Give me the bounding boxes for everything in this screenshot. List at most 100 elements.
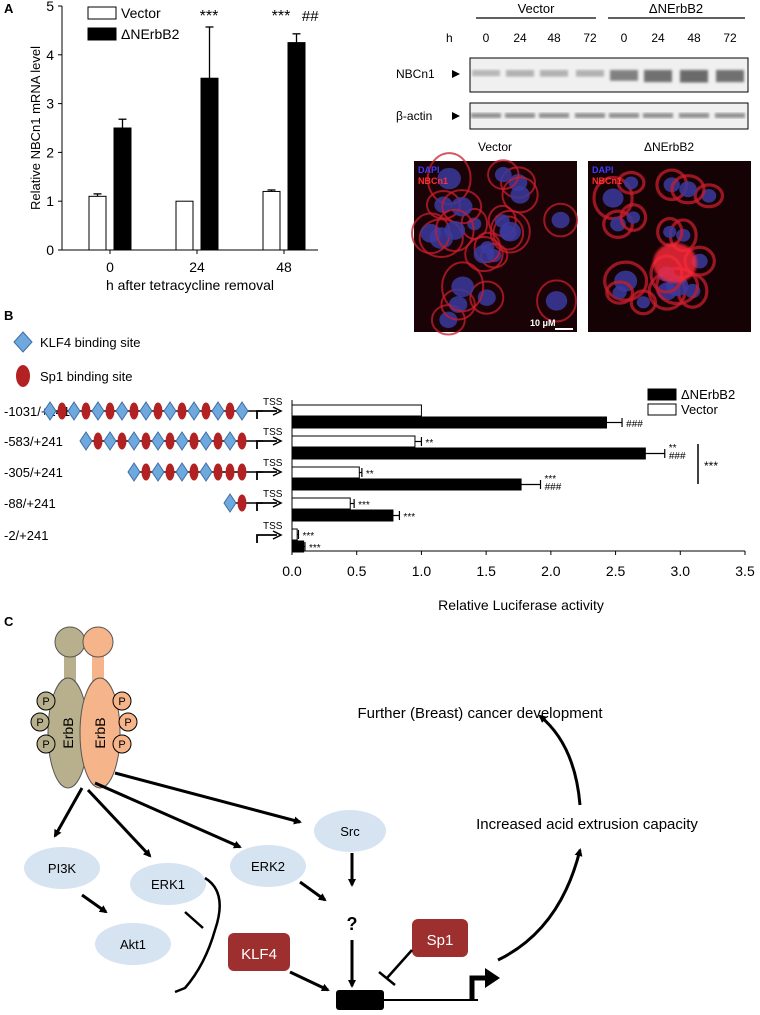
tss-label: TSS bbox=[263, 521, 283, 532]
a-bar-vector bbox=[175, 200, 194, 251]
b-bar-vector bbox=[291, 497, 351, 510]
b-sig-label: *** bbox=[358, 500, 370, 511]
a-x-axis-label: h after tetracycline removal bbox=[106, 277, 274, 293]
band-bactin bbox=[575, 113, 605, 118]
band-nbcn1 bbox=[644, 70, 672, 83]
klf4-site bbox=[43, 401, 57, 421]
arrow-to-erk2 bbox=[94, 781, 242, 849]
klf4-site bbox=[211, 401, 225, 421]
blot-time-label: 48 bbox=[687, 31, 701, 45]
a-y-tick-label: 4 bbox=[46, 47, 54, 63]
a-bar-erbb2 bbox=[113, 127, 132, 251]
arrow-to-src bbox=[114, 771, 302, 825]
klf4-site bbox=[67, 401, 81, 421]
band-bactin bbox=[643, 113, 673, 118]
sp1-legend-label: Sp1 binding site bbox=[40, 369, 133, 384]
b-legend-vector: Vector bbox=[681, 402, 719, 417]
blot-time-label: 72 bbox=[583, 31, 597, 45]
vector-cell-nucleus bbox=[545, 291, 568, 311]
a-legend-swatch-erbb2 bbox=[87, 27, 117, 41]
b-sig-label: ** bbox=[425, 438, 433, 449]
a-y-tick-label: 5 bbox=[46, 0, 54, 14]
erbb2-cell-nucleus bbox=[679, 181, 697, 198]
a-y-tick-label: 0 bbox=[46, 242, 54, 258]
phospho-label: P bbox=[42, 739, 49, 751]
vector-cell-nucleus bbox=[551, 211, 570, 229]
blot-group-vector: Vector bbox=[518, 1, 556, 16]
construct-label: -88/+241 bbox=[4, 496, 56, 511]
b-legend-swatch-vector bbox=[647, 403, 677, 416]
tss-arrow bbox=[256, 440, 277, 449]
b-sig-label: ** bbox=[669, 443, 677, 454]
klf4-site bbox=[199, 431, 213, 451]
vector-cell-membrane bbox=[501, 176, 539, 214]
band-bactin bbox=[471, 113, 501, 118]
blot-arrow-bactin bbox=[452, 112, 460, 120]
inhibit-sp1-promoter bbox=[386, 949, 413, 979]
band-nbcn1 bbox=[506, 70, 534, 77]
a-sig-24h: *** bbox=[200, 8, 219, 25]
klf4-site bbox=[115, 401, 129, 421]
erbb2-cell-membrane bbox=[605, 280, 635, 305]
sp1-site bbox=[201, 402, 211, 420]
a-legend-erbb2: ΔNErbB2 bbox=[121, 26, 180, 42]
construct-label: -2/+241 bbox=[4, 528, 48, 543]
b-x-tick-label: 3.5 bbox=[735, 563, 755, 579]
vector-cell-nucleus bbox=[473, 244, 495, 264]
blot-time-label: 24 bbox=[513, 31, 527, 45]
sp1-site bbox=[81, 402, 91, 420]
a-bar-vector bbox=[262, 190, 281, 251]
arrow-to-erk1 bbox=[86, 788, 152, 858]
blot-arrow-nbcn1 bbox=[452, 70, 460, 78]
band-bactin bbox=[539, 113, 569, 118]
erbb2-cell-bright-cell bbox=[653, 243, 697, 283]
vector-cell-membrane bbox=[434, 208, 475, 253]
blot-time-label: 0 bbox=[483, 31, 490, 45]
b-bar-vector bbox=[291, 404, 422, 417]
a-x-tick-label: 0 bbox=[106, 259, 114, 275]
sp1-site bbox=[129, 402, 139, 420]
phospho-circle bbox=[118, 712, 138, 732]
klf4-site bbox=[139, 401, 153, 421]
node-erk1 bbox=[130, 863, 206, 905]
tss-label: TSS bbox=[263, 458, 283, 469]
phospho-label: P bbox=[42, 696, 49, 708]
b-x-axis-label: Relative Luciferase activity bbox=[438, 597, 604, 613]
a-sig-48h-hash: ## bbox=[302, 8, 319, 25]
b-x-tick-label: 3.0 bbox=[671, 563, 691, 579]
blot-time-label: 24 bbox=[651, 31, 665, 45]
tss-arrow bbox=[256, 534, 277, 543]
b-bar-erbb2 bbox=[291, 416, 608, 429]
erbb2-cell-membrane bbox=[602, 209, 634, 239]
sp1-site bbox=[189, 463, 199, 481]
band-bactin bbox=[505, 113, 535, 118]
vector-cell-membrane bbox=[464, 236, 504, 273]
vector-cell-nucleus bbox=[494, 167, 512, 183]
sp1-site bbox=[177, 402, 187, 420]
erbb-label-right: ErbB bbox=[92, 717, 108, 748]
a-legend-swatch-vector bbox=[87, 6, 117, 20]
b-sig-label: ### bbox=[626, 419, 643, 430]
blot-row-bactin: β-actin bbox=[396, 109, 432, 123]
sp1-site bbox=[165, 432, 175, 450]
b-bar-erbb2 bbox=[291, 447, 646, 460]
phospho-label: P bbox=[118, 696, 125, 708]
sp1-site bbox=[141, 432, 151, 450]
erbb2-cell-nucleus bbox=[612, 286, 627, 299]
erbb-head-left bbox=[54, 626, 86, 658]
scale-bar-label: 10 μM bbox=[530, 318, 556, 328]
phospho-circle bbox=[112, 734, 132, 754]
tss-label: TSS bbox=[263, 489, 283, 500]
b-bar-erbb2 bbox=[291, 540, 305, 553]
b-x-tick-label: 1.5 bbox=[476, 563, 496, 579]
blot-time-label: 0 bbox=[621, 31, 628, 45]
node-pi3k bbox=[24, 847, 100, 889]
construct-label: -583/+241 bbox=[4, 434, 63, 449]
node-erk1-label: ERK1 bbox=[151, 877, 185, 892]
klf4-site bbox=[223, 493, 237, 513]
klf4-site bbox=[235, 401, 249, 421]
